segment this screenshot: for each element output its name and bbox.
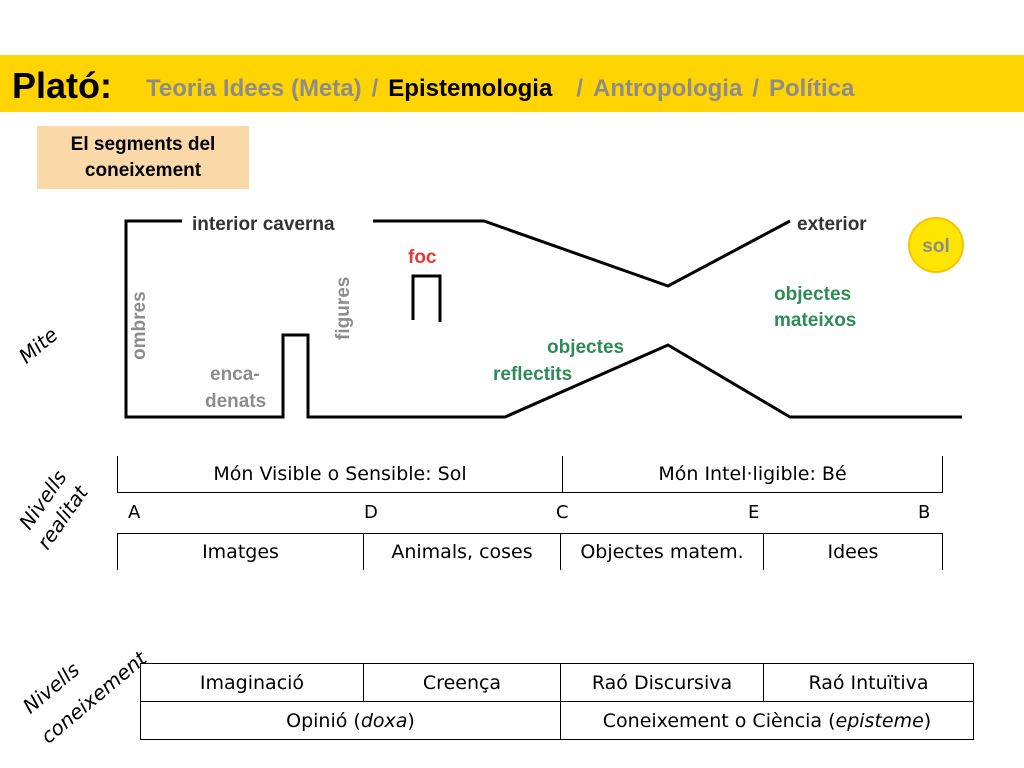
- cave-diagram: sol interior caverna exterior foc ombres…: [124, 214, 964, 419]
- encadenats-label-2: denats: [205, 391, 266, 412]
- knowledge-opinio: Opinió (doxa): [140, 701, 561, 740]
- ombres-label: ombres: [129, 291, 150, 360]
- objectes-reflectits-label-1: objectes: [547, 337, 624, 358]
- segments-title-line1: El segments del: [70, 134, 216, 155]
- nav-separator: /: [752, 75, 759, 102]
- opinio-term: doxa: [360, 709, 408, 732]
- knowledge-rao-intuitiva: Raó Intuïtiva: [763, 663, 974, 702]
- sun-circle: [908, 217, 964, 273]
- nav-politica[interactable]: Política: [768, 75, 855, 102]
- segment-animals-coses: Animals, coses: [363, 533, 561, 570]
- nav-epistemologia[interactable]: Epistemologia: [388, 75, 553, 102]
- objectes-mateixos-label-1: objectes: [774, 284, 851, 305]
- foc-fire-shape: [411, 274, 442, 322]
- world-intelligible: Món Intel·ligible: Bé: [562, 456, 943, 493]
- knowledge-creenca: Creença: [363, 663, 561, 702]
- objectes-reflectits-label-2: reflectits: [493, 364, 572, 385]
- objectes-mateixos-label-2: mateixos: [774, 310, 856, 331]
- point-d: D: [364, 502, 378, 523]
- segments-title-line2: coneixement: [84, 160, 202, 181]
- page-title: Plató:: [12, 65, 113, 106]
- nav-separator: /: [371, 75, 379, 102]
- worlds-table: Món Visible o Sensible: Sol Món Intel·li…: [117, 456, 943, 493]
- cave-ceiling-line: [373, 219, 791, 288]
- world-visible: Món Visible o Sensible: Sol: [117, 456, 563, 493]
- ciencia-suffix: ): [923, 709, 932, 732]
- encadenats-label-1: enca-: [210, 364, 260, 385]
- opinio-prefix: Opinió (: [286, 709, 361, 732]
- segments-title-box: El segments del coneixement: [37, 126, 249, 189]
- knowledge-ciencia: Coneixement o Ciència (episteme): [560, 701, 974, 740]
- exterior-label: exterior: [797, 214, 867, 235]
- cave-top-line-left: [124, 219, 962, 419]
- topic-nav: Teoria Idees (Meta) / Epistemologia / Antrop…: [146, 75, 854, 103]
- nav-teoria-idees[interactable]: Teoria Idees (Meta): [146, 75, 362, 102]
- segment-objectes-matem: Objectes matem.: [560, 533, 764, 570]
- point-e: E: [748, 502, 760, 523]
- point-a: A: [128, 502, 141, 523]
- opinio-suffix: ): [407, 709, 415, 732]
- nav-antropologia[interactable]: Antropologia: [593, 75, 743, 102]
- ciencia-term: episteme: [835, 709, 924, 732]
- knowledge-rao-discursiva: Raó Discursiva: [560, 663, 764, 702]
- header-bar: Plató: Teoria Idees (Meta) / Epistemologia…: [0, 55, 1024, 112]
- segment-idees: Idees: [763, 533, 943, 570]
- nav-separator: /: [576, 75, 583, 102]
- ciencia-prefix: Coneixement o Ciència (: [602, 709, 836, 732]
- interior-caverna-label: interior caverna: [192, 214, 335, 235]
- foc-label: foc: [408, 247, 437, 268]
- figures-label: figures: [333, 277, 354, 340]
- point-b: B: [918, 502, 931, 523]
- point-c: C: [556, 502, 569, 523]
- knowledge-imaginacio: Imaginació: [140, 663, 364, 702]
- segments-table: Imatges Animals, coses Objectes matem. I…: [117, 533, 943, 570]
- sun-label: sol: [922, 236, 949, 257]
- segment-imatges: Imatges: [117, 533, 364, 570]
- knowledge-table: Imaginació Creença Raó Discursiva Raó In…: [140, 663, 974, 740]
